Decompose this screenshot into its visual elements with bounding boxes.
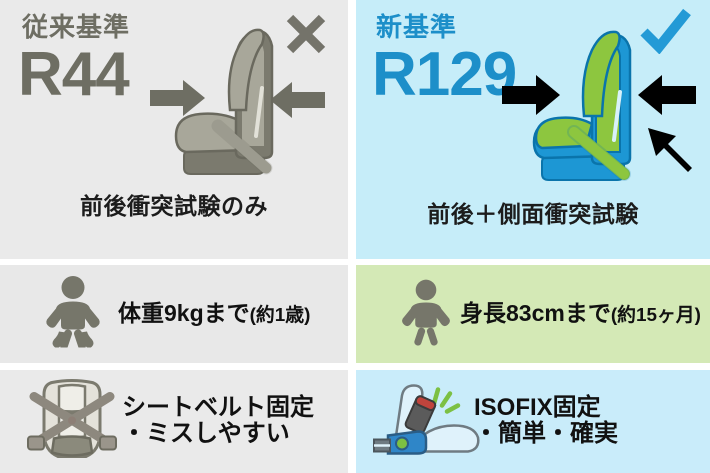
new-standard-label: 新基準: [376, 12, 458, 42]
rear-impact-arrow: [638, 75, 696, 115]
rear-impact-arrow: [270, 82, 325, 118]
old-fixing-text: シートベルト固定 ・ミスしやすい: [122, 393, 314, 449]
panel-old-standard: 従来基準 R44: [0, 0, 348, 259]
new-standard-code: R129: [372, 40, 517, 109]
new-fixing-line2: ・簡単・確実: [474, 420, 618, 448]
check-mark-icon: [640, 8, 692, 59]
old-car-seat-illustration: [150, 18, 325, 188]
x-mark-icon: [284, 12, 328, 61]
panel-new-fixing: ISOFIX固定 ・簡単・確実: [356, 370, 710, 473]
new-spec-text: 身長83cmまで(約15ヶ月): [460, 300, 701, 327]
old-fixing-line2: ・ミスしやすい: [122, 420, 290, 448]
panel-new-spec: 身長83cmまで(約15ヶ月): [356, 265, 710, 363]
baby-icon: [44, 276, 102, 353]
panel-old-fixing: シートベルト固定 ・ミスしやすい: [0, 370, 348, 473]
new-fixing-text: ISOFIX固定 ・簡単・確実: [474, 393, 618, 449]
old-spec-main: 体重9kgまで: [118, 300, 250, 327]
front-impact-arrow: [502, 75, 560, 115]
old-fixing-line1: シートベルト固定: [122, 393, 314, 421]
panel-new-standard: 新基準 R129: [356, 0, 710, 259]
old-spec-note: (約1歳): [249, 304, 311, 326]
front-impact-arrow: [150, 80, 205, 116]
side-impact-arrow: [648, 128, 692, 172]
baby-icon: [400, 278, 452, 351]
new-car-seat-illustration: [496, 16, 701, 201]
old-standard-label: 従来基準: [22, 12, 131, 42]
new-standard-caption: 前後＋側面衝突試験: [427, 201, 639, 227]
old-spec-text: 体重9kgまで(約1歳): [118, 300, 311, 327]
new-spec-main: 身長83cmまで: [460, 300, 611, 327]
spark-lines: [431, 386, 461, 414]
new-spec-note: (約15ヶ月): [610, 304, 701, 326]
panel-old-spec: 体重9kgまで(約1歳): [0, 265, 348, 363]
new-fixing-line1: ISOFIX固定: [474, 393, 601, 421]
isofix-connector-icon: [372, 379, 484, 464]
old-standard-caption: 前後衝突試験のみ: [80, 193, 268, 219]
seatbelt-child-seat-icon: [26, 376, 118, 467]
old-standard-code: R44: [18, 40, 130, 109]
